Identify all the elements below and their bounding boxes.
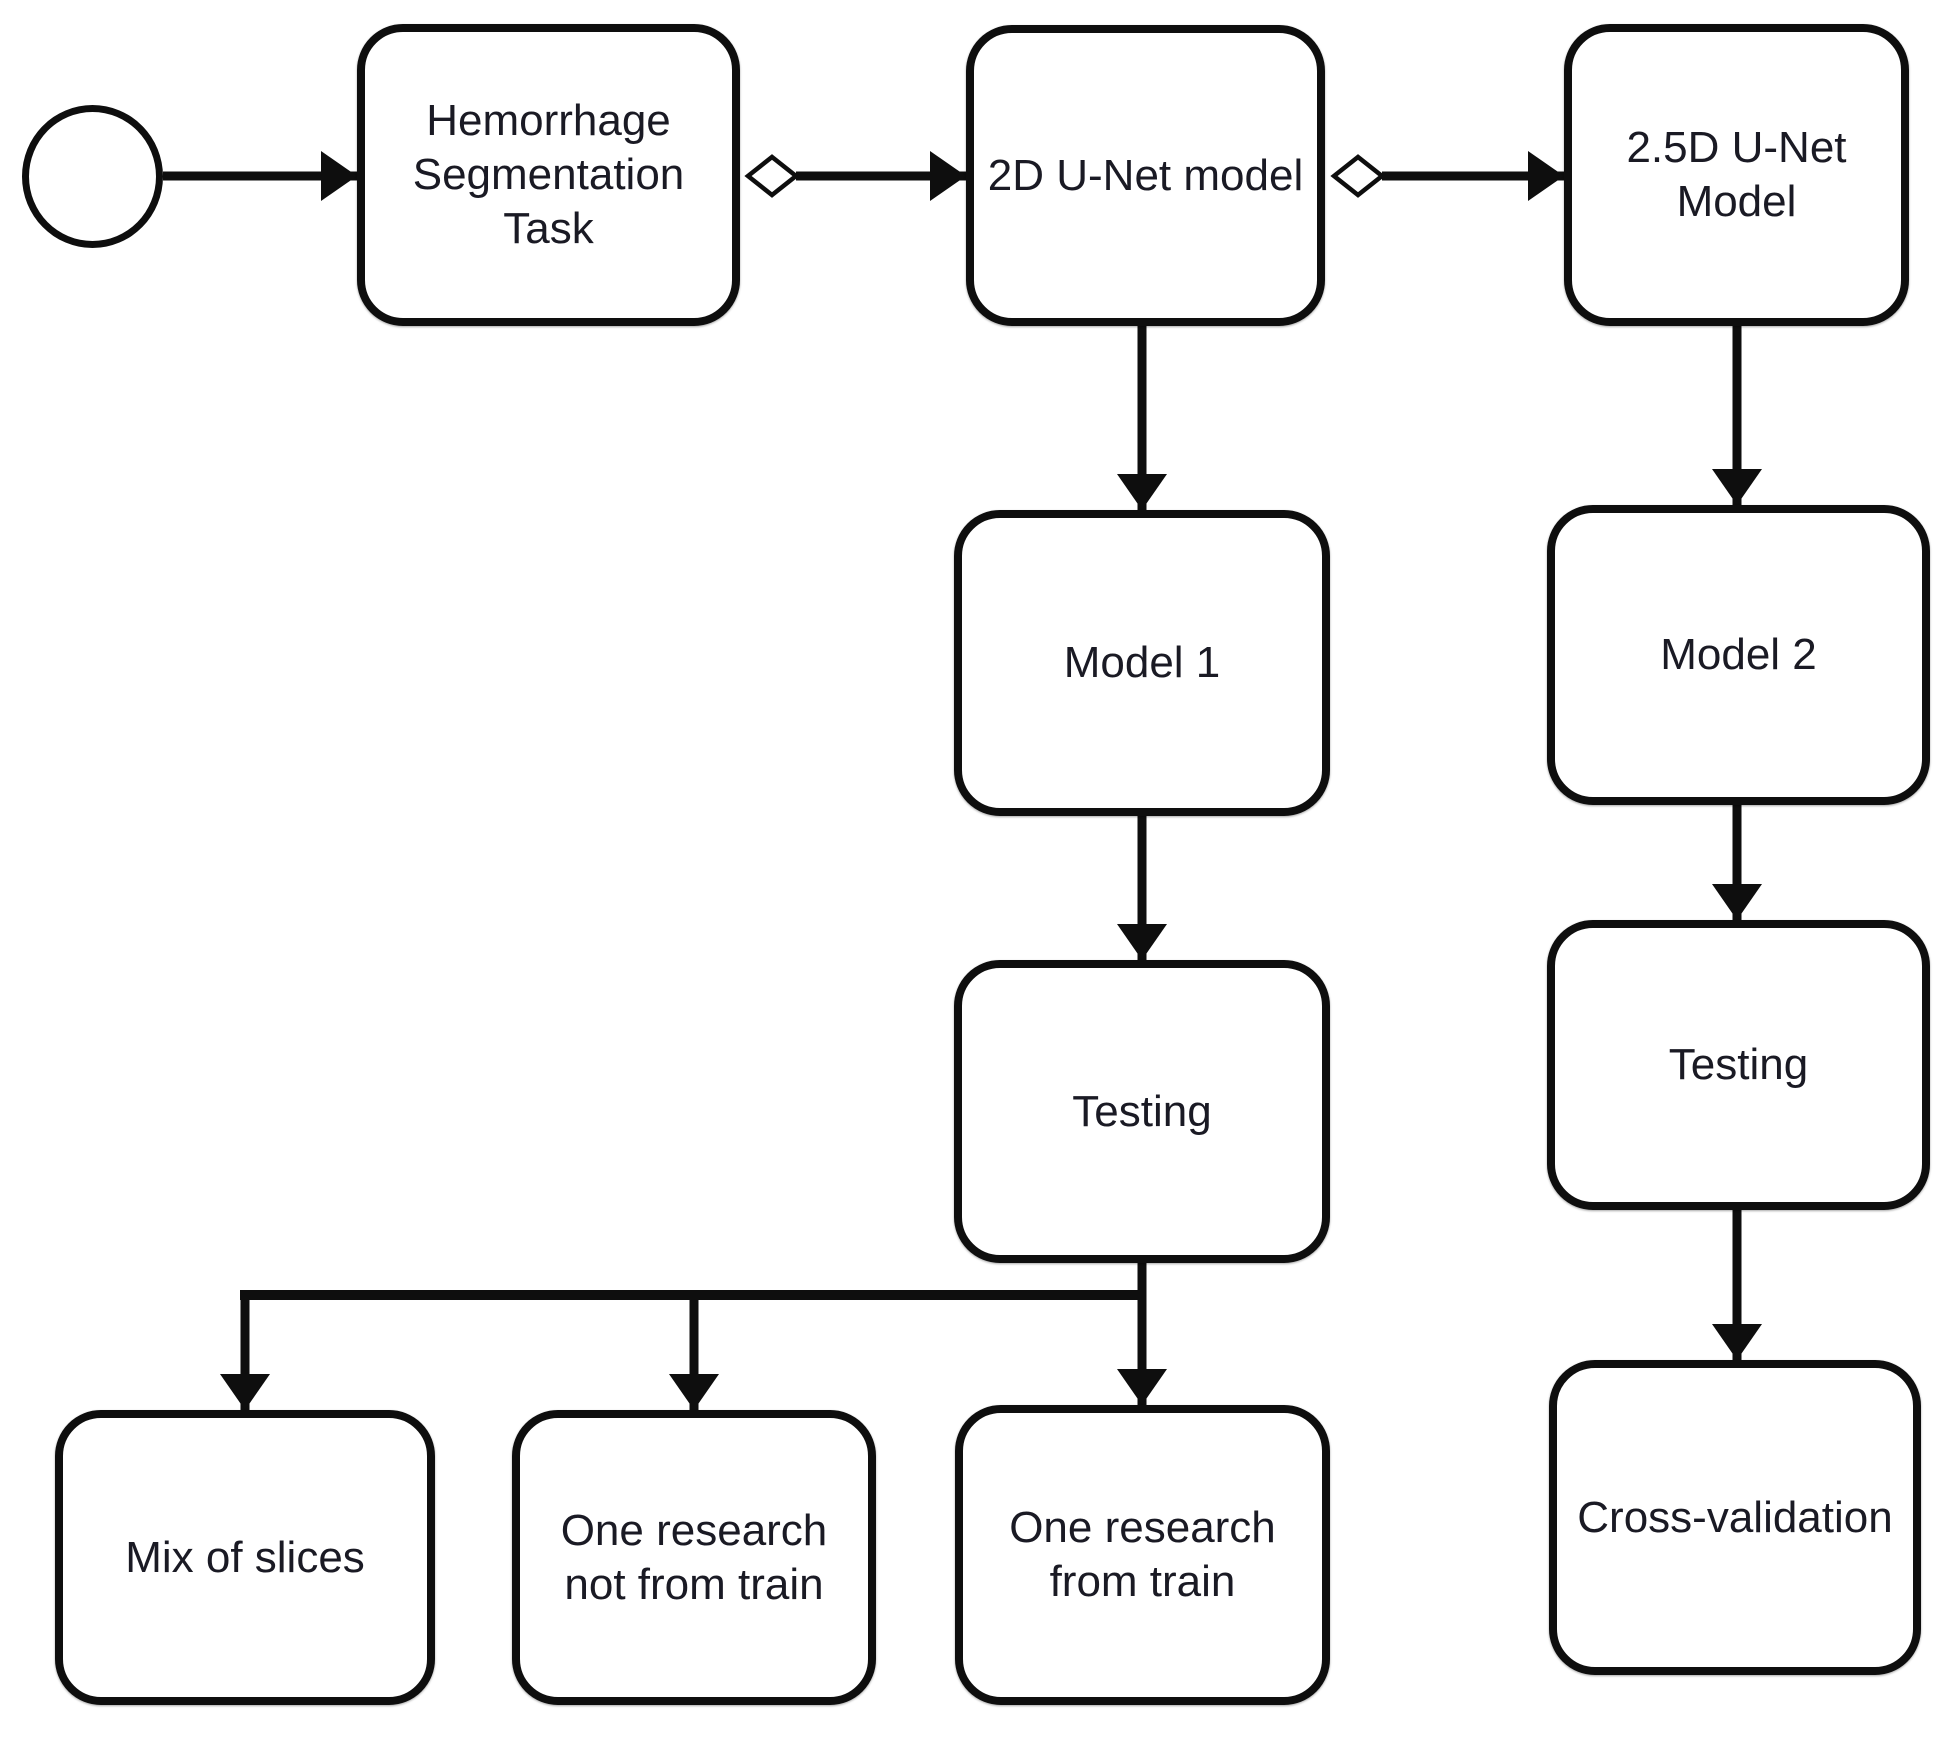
node-model-2: Model 2 bbox=[1547, 505, 1930, 805]
node-hemorrhage-segmentation-task: Hemorrhage Segmentation Task bbox=[357, 24, 740, 326]
node-label: One research not from train bbox=[560, 1505, 828, 1609]
node-testing-right: Testing bbox=[1547, 920, 1930, 1210]
node-2d-unet-model: 2D U-Net model bbox=[966, 25, 1325, 326]
node-label: 2.5D U-Net Model bbox=[1626, 123, 1847, 226]
node-cross-validation: Cross-validation bbox=[1549, 1360, 1921, 1675]
node-label: Model 1 bbox=[1063, 638, 1221, 688]
node-label: One research from train bbox=[1009, 1503, 1276, 1606]
node-label: 2D U-Net model bbox=[987, 150, 1304, 200]
node-one-research-from-train: One research from train bbox=[955, 1405, 1330, 1705]
node-label: Testing bbox=[1668, 1040, 1809, 1090]
diamond-connector-icon bbox=[744, 154, 800, 198]
diamond-connector-icon bbox=[1330, 154, 1386, 198]
start-event-node bbox=[22, 105, 163, 248]
node-label: Testing bbox=[1072, 1086, 1212, 1136]
node-label: Mix of slices bbox=[125, 1532, 365, 1582]
node-label: Hemorrhage Segmentation Task bbox=[412, 96, 685, 253]
node-label: Model 2 bbox=[1660, 630, 1817, 680]
node-25d-unet-model: 2.5D U-Net Model bbox=[1564, 24, 1909, 326]
node-model-1: Model 1 bbox=[954, 510, 1330, 816]
node-one-research-not-from-train: One research not from train bbox=[512, 1410, 876, 1705]
node-label: Cross-validation bbox=[1577, 1492, 1893, 1542]
node-testing-left: Testing bbox=[954, 960, 1330, 1263]
node-mix-of-slices: Mix of slices bbox=[55, 1410, 435, 1705]
